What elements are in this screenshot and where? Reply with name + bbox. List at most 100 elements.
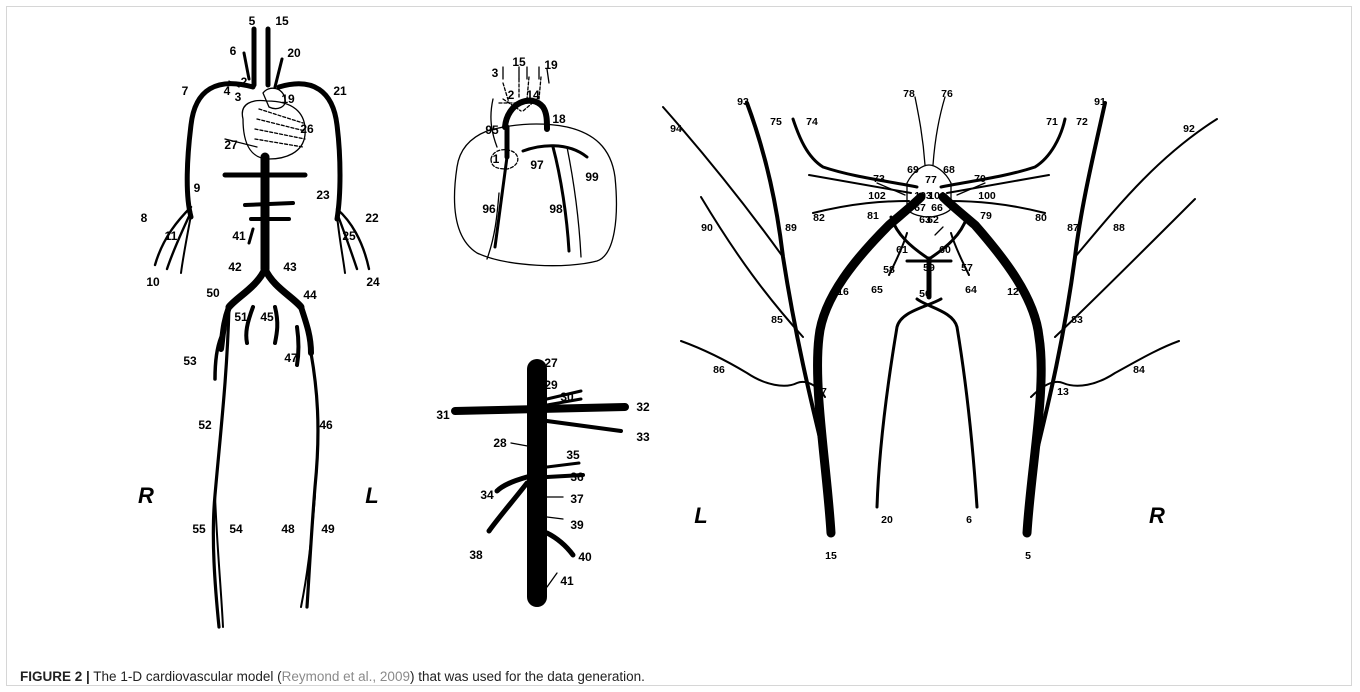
left-internal-iliac-branch-vessel	[275, 307, 277, 343]
body-segment-label: 10	[146, 275, 160, 289]
abdominal-segment-label: 32	[636, 400, 650, 414]
abdominal-segment-label: 35	[566, 448, 580, 462]
body-arterial-tree-panel: 5156207432192126279238112225102441424350…	[138, 14, 380, 627]
minor-branch-vessel	[249, 229, 253, 243]
body-segment-label: 54	[229, 522, 243, 536]
heart-body-outline	[454, 124, 616, 266]
left-lingual-vessel	[701, 197, 803, 337]
cerebral-segment-label: 84	[1133, 364, 1145, 376]
head-side-right-label: R	[1149, 503, 1165, 528]
heart-segment-label: 15	[512, 55, 526, 69]
body-segment-label: 7	[182, 84, 189, 98]
right-subclavian-brachial-vessel	[187, 84, 253, 217]
body-segment-label: 55	[192, 522, 206, 536]
heart-segment-label: 97	[530, 158, 544, 172]
caption-text-after: ) that was used for the data generation.	[410, 669, 645, 684]
body-segment-label: 19	[281, 92, 295, 106]
cerebral-segment-label: 87	[1067, 222, 1079, 234]
caption-label: FIGURE 2 |	[20, 669, 90, 684]
body-segment-label: 52	[198, 418, 212, 432]
heart-segment-label: 98	[549, 202, 563, 216]
abdominal-segment-label: 37	[570, 492, 584, 506]
inferior-mesenteric-vessel	[547, 533, 573, 555]
body-side-left-label: R	[138, 483, 154, 508]
abdominal-segment-label: 33	[636, 430, 650, 444]
label-leader-line	[547, 573, 557, 587]
right-common-iliac-vessel	[229, 269, 265, 307]
cerebral-segment-label: 60	[939, 244, 951, 256]
cerebral-segment-label: 81	[867, 210, 879, 222]
body-segment-label: 53	[183, 354, 197, 368]
body-segment-label: 46	[319, 418, 333, 432]
body-segment-label: 43	[283, 260, 297, 274]
abdominal-segment-label: 30	[560, 390, 574, 404]
body-segment-label: 27	[224, 138, 238, 152]
cerebral-segment-label: 5	[1025, 550, 1031, 562]
cerebral-segment-label: 16	[837, 286, 849, 298]
cerebral-segment-label: 6	[966, 514, 972, 526]
body-segment-label: 47	[284, 351, 298, 365]
cerebral-segment-label: 71	[1046, 116, 1058, 128]
left-common-iliac-vessel	[265, 269, 301, 307]
heart-outline	[242, 101, 305, 159]
body-segment-label: 26	[300, 122, 314, 136]
abdominal-segment-label: 40	[578, 550, 592, 564]
left-anterior-choroidal-vessel	[813, 201, 909, 213]
left-anterior-descending-vessel	[553, 147, 569, 251]
cerebral-segment-label: 77	[925, 174, 937, 186]
body-segment-label: 42	[228, 260, 242, 274]
cerebral-segment-label: 79	[980, 210, 992, 222]
body-segment-label: 22	[365, 211, 379, 225]
cerebral-segment-label: 61	[896, 244, 908, 256]
heart-segment-label: 95	[485, 123, 499, 137]
abdominal-branch-vessel	[245, 203, 293, 205]
cerebral-segment-label: 100	[978, 190, 996, 202]
cerebral-segment-label: 80	[1035, 212, 1047, 224]
body-segment-label: 6	[230, 44, 237, 58]
right-coronary-vessel	[495, 157, 507, 247]
body-segment-label: 3	[235, 90, 242, 104]
cerebral-segment-label: 70	[974, 173, 986, 185]
cerebral-segment-label: 15	[825, 550, 837, 562]
body-segment-label: 8	[141, 211, 148, 225]
cerebral-segment-label: 20	[881, 514, 893, 526]
abdominal-segment-label: 29	[544, 378, 558, 392]
renal-right-vessel	[547, 463, 579, 467]
head-side-left-label: L	[694, 503, 707, 528]
body-segment-label: 21	[333, 84, 347, 98]
right-internal-carotid-vessel	[943, 197, 1041, 533]
cerebral-segment-label: 56	[919, 288, 931, 300]
cerebral-segment-label: 17	[815, 386, 827, 398]
abdominal-segment-label: 38	[469, 548, 483, 562]
figure-caption: FIGURE 2 | The 1-D cardiovascular model …	[20, 669, 645, 684]
heart-segment-label: 99	[585, 170, 599, 184]
heart-segment-label: 96	[482, 202, 496, 216]
cerebral-segment-label: 94	[670, 123, 682, 135]
body-segment-label: 41	[232, 229, 246, 243]
body-segment-label: 23	[316, 188, 330, 202]
abdominal-segment-label: 27	[544, 356, 558, 370]
heart-segment-label: 3	[492, 66, 499, 80]
cerebral-segment-label: 102	[868, 190, 886, 202]
cerebral-segment-label: 68	[943, 164, 955, 176]
heart-segment-label: 19	[544, 58, 558, 72]
cerebral-segment-label: 82	[813, 212, 825, 224]
body-segment-label: 11	[165, 229, 178, 243]
body-segment-label: 2	[241, 75, 248, 89]
body-segment-label: 20	[287, 46, 301, 60]
caption-text-before: The 1-D cardiovascular model (	[90, 669, 282, 684]
cerebral-segment-label: 93	[737, 96, 749, 108]
body-segment-label: 44	[303, 288, 317, 302]
cerebral-segment-label: 57	[961, 262, 973, 274]
cerebral-segment-label: 13	[1057, 386, 1069, 398]
caption-citation-link[interactable]: Reymond et al., 2009	[282, 669, 410, 684]
body-segment-label: 25	[342, 229, 356, 243]
cerebral-segment-label: 88	[1113, 222, 1125, 234]
cerebral-segment-label: 66	[931, 202, 943, 214]
right-anterior-cerebral-vessel	[933, 97, 945, 165]
body-segment-label: 50	[206, 286, 220, 300]
body-segment-label: 15	[275, 14, 289, 28]
